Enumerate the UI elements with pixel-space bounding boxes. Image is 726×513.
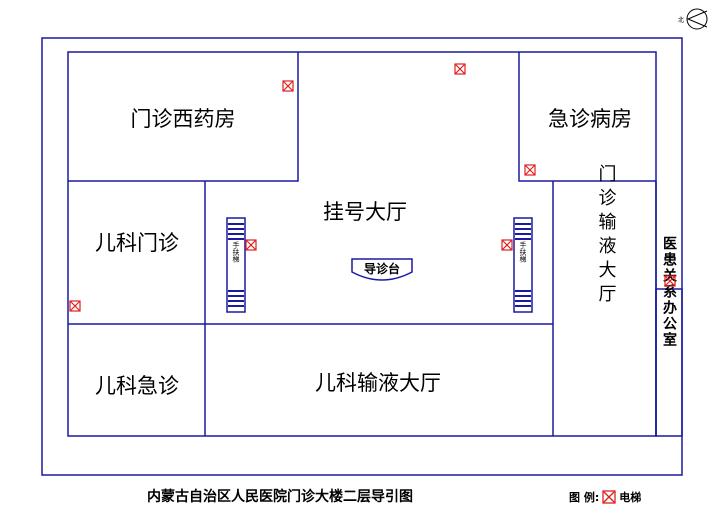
patient-relations-office	[655, 288, 683, 437]
north-arrow-icon: 北	[678, 8, 708, 30]
elevator-icon	[245, 239, 257, 251]
elevator-icon	[454, 63, 466, 75]
escalator-left: 手扶梯	[226, 217, 246, 313]
elevator-icon	[501, 239, 513, 251]
room-registration-hall: 挂号大厅	[323, 200, 407, 224]
room-patient-relations-office: 医患关系办公室	[661, 236, 677, 348]
svg-text:手扶梯: 手扶梯	[519, 241, 527, 264]
svg-text:手扶梯: 手扶梯	[232, 241, 240, 264]
room-pediatric-infusion-hall: 儿科输液大厅	[315, 371, 441, 395]
elevator-icon	[69, 300, 81, 312]
guide-desk: 导诊台	[351, 258, 413, 281]
room-pediatric-emergency: 儿科急诊	[95, 374, 179, 398]
room-pediatric-clinic: 儿科门诊	[95, 231, 179, 255]
map-title: 内蒙古自治区人民医院门诊大楼二层导引图	[147, 489, 413, 505]
room-west-pharmacy: 门诊西药房	[131, 107, 236, 131]
elevator-icon	[664, 275, 676, 287]
room-clinic-infusion-hall: 门诊输液大厅	[596, 164, 617, 308]
svg-text:北: 北	[678, 16, 684, 24]
svg-text:导诊台: 导诊台	[364, 261, 400, 276]
elevator-icon	[602, 490, 616, 504]
legend-label: 图 例:	[569, 491, 600, 504]
elevator-icon	[524, 164, 536, 176]
escalator-right: 手扶梯	[513, 217, 533, 313]
wall-emergency-ward	[518, 52, 656, 182]
wall-west-pharmacy	[68, 52, 299, 182]
elevator-icon	[282, 80, 294, 92]
legend-item-elevator: 电梯	[619, 491, 642, 504]
legend: 图 例: 电梯	[569, 489, 641, 505]
elevator-markers	[69, 63, 676, 312]
room-emergency-ward: 急诊病房	[548, 107, 632, 131]
building-outline	[41, 37, 683, 476]
